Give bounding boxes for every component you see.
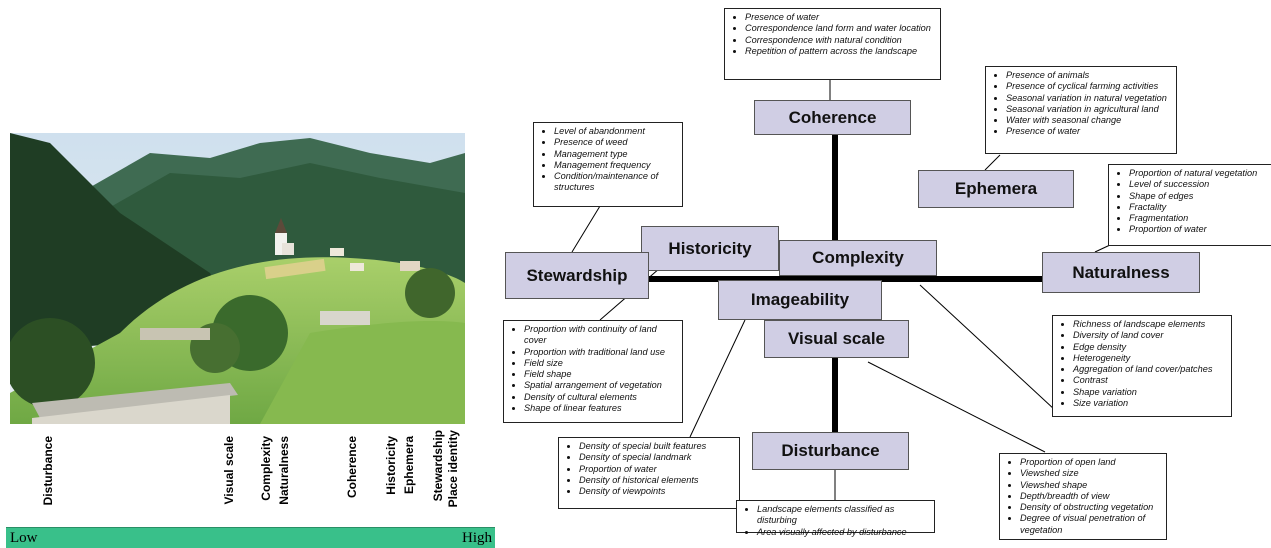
complexity-indicators-box: Richness of landscape elementsDiversity … <box>1052 315 1232 417</box>
concept-historicity: Historicity <box>641 226 779 271</box>
disturbance-indicators-box: Landscape elements classified as disturb… <box>736 500 935 537</box>
indicator-item: Richness of landscape elements <box>1073 319 1225 330</box>
indicator-item: Edge density <box>1073 342 1225 353</box>
ephemera-indicators-box: Presence of animalsPresence of cyclical … <box>985 66 1177 154</box>
indicator-item: Density of obstructing vegetation <box>1020 502 1160 513</box>
indicator-item: Landscape elements classified as disturb… <box>757 504 928 527</box>
indicator-item: Proportion with traditional land use <box>524 347 676 358</box>
indicator-item: Presence of water <box>1006 126 1170 137</box>
low-high-scale-bar: Low High <box>6 527 495 548</box>
indicator-item: Diversity of land cover <box>1073 330 1225 341</box>
indicator-item: Shape of edges <box>1129 191 1265 202</box>
coherence-indicator-list: Presence of waterCorrespondence land for… <box>729 12 934 57</box>
stewardship-indicator-list: Level of abandonmentPresence of weedMana… <box>538 126 676 194</box>
concept-disturbance: Disturbance <box>752 432 909 470</box>
disturbance-indicator-list: Landscape elements classified as disturb… <box>741 504 928 538</box>
indicator-item: Proportion with continuity of land cover <box>524 324 676 347</box>
scale-high-label: High <box>462 530 492 546</box>
indicator-item: Seasonal variation in natural vegetation <box>1006 93 1170 104</box>
indicator-item: Depth/breadth of view <box>1020 491 1160 502</box>
indicator-item: Condition/maintenance of structures <box>554 171 676 194</box>
historicity-indicator-list: Proportion with continuity of land cover… <box>508 324 676 414</box>
indicator-item: Density of viewpoints <box>579 486 733 497</box>
indicator-item: Proportion of natural vegetation <box>1129 168 1265 179</box>
indicator-item: Degree of visual penetration of vegetati… <box>1020 513 1160 536</box>
concept-stewardship: Stewardship <box>505 252 649 299</box>
coherence-indicators-box: Presence of waterCorrespondence land for… <box>724 8 941 80</box>
indicator-item: Presence of animals <box>1006 70 1170 81</box>
indicator-item: Size variation <box>1073 398 1225 409</box>
stewardship-indicators-box: Level of abandonmentPresence of weedMana… <box>533 122 683 207</box>
indicator-item: Proportion of open land <box>1020 457 1160 468</box>
indicator-item: Seasonal variation in agricultural land <box>1006 104 1170 115</box>
indicator-item: Density of special built features <box>579 441 733 452</box>
indicator-item: Density of special landmark <box>579 452 733 463</box>
concept-ephemera: Ephemera <box>918 170 1074 208</box>
ephemera-indicator-list: Presence of animalsPresence of cyclical … <box>990 70 1170 138</box>
indicator-item: Repetition of pattern across the landsca… <box>745 46 934 57</box>
indicator-item: Viewshed shape <box>1020 480 1160 491</box>
visual-scale-indicator-list: Proportion of open landViewshed sizeView… <box>1004 457 1160 536</box>
indicator-item: Area visually affected by disturbance <box>757 527 928 538</box>
scale-low-label: Low <box>10 530 38 546</box>
concept-complexity: Complexity <box>779 240 937 276</box>
indicator-item: Heterogeneity <box>1073 353 1225 364</box>
concept-visual-scale: Visual scale <box>764 320 909 358</box>
indicator-item: Proportion of water <box>579 464 733 475</box>
indicator-item: Field shape <box>524 369 676 380</box>
indicator-item: Management type <box>554 149 676 160</box>
indicator-item: Fractality <box>1129 202 1265 213</box>
landscape-photo <box>10 133 465 424</box>
visual-scale-indicators-box: Proportion of open landViewshed sizeView… <box>999 453 1167 540</box>
indicator-item: Fragmentation <box>1129 213 1265 224</box>
imageability-indicators-box: Density of special built featuresDensity… <box>558 437 740 509</box>
indicator-item: Density of historical elements <box>579 475 733 486</box>
indicator-item: Aggregation of land cover/patches <box>1073 364 1225 375</box>
indicator-item: Water with seasonal change <box>1006 115 1170 126</box>
indicator-item: Presence of cyclical farming activities <box>1006 81 1170 92</box>
indicator-item: Shape variation <box>1073 387 1225 398</box>
imageability-indicator-list: Density of special built featuresDensity… <box>563 441 733 497</box>
concept-naturalness: Naturalness <box>1042 252 1200 293</box>
indicator-item: Presence of weed <box>554 137 676 148</box>
concept-coherence: Coherence <box>754 100 911 135</box>
indicator-item: Field size <box>524 358 676 369</box>
indicator-item: Contrast <box>1073 375 1225 386</box>
indicator-item: Viewshed size <box>1020 468 1160 479</box>
historicity-indicators-box: Proportion with continuity of land cover… <box>503 320 683 423</box>
indicator-item: Presence of water <box>745 12 934 23</box>
naturalness-indicator-list: Proportion of natural vegetationLevel of… <box>1113 168 1265 236</box>
indicator-item: Management frequency <box>554 160 676 171</box>
concept-imageability: Imageability <box>718 280 882 320</box>
indicator-item: Spatial arrangement of vegetation <box>524 380 676 391</box>
indicator-item: Correspondence with natural condition <box>745 35 934 46</box>
indicator-item: Shape of linear features <box>524 403 676 414</box>
indicator-item: Correspondence land form and water locat… <box>745 23 934 34</box>
indicator-item: Level of abandonment <box>554 126 676 137</box>
indicator-item: Proportion of water <box>1129 224 1265 235</box>
indicator-item: Density of cultural elements <box>524 392 676 403</box>
indicator-item: Level of succession <box>1129 179 1265 190</box>
naturalness-indicators-box: Proportion of natural vegetationLevel of… <box>1108 164 1271 246</box>
complexity-indicator-list: Richness of landscape elementsDiversity … <box>1057 319 1225 409</box>
